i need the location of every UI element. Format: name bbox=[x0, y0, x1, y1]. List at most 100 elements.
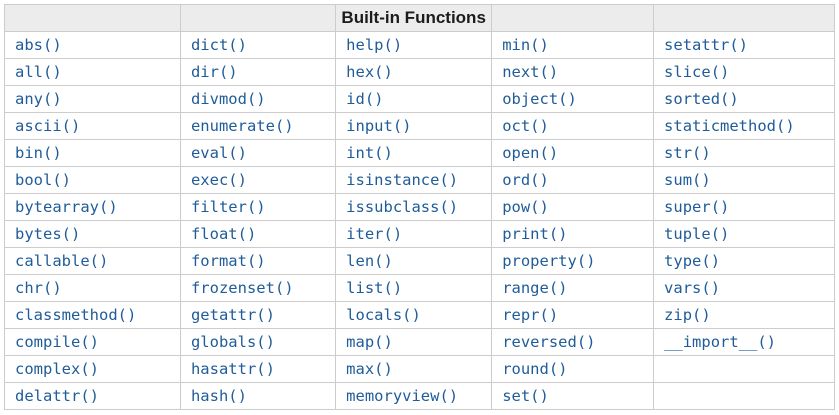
function-link[interactable]: bin() bbox=[15, 143, 62, 162]
function-link[interactable]: id() bbox=[346, 89, 384, 108]
function-link[interactable]: format() bbox=[190, 251, 266, 270]
function-cell: input() bbox=[335, 112, 493, 140]
function-link[interactable]: callable() bbox=[15, 251, 109, 270]
function-link[interactable]: classmethod() bbox=[15, 305, 137, 324]
function-link[interactable]: print() bbox=[502, 224, 568, 243]
function-link[interactable]: getattr() bbox=[190, 305, 275, 324]
function-cell: sum() bbox=[653, 166, 835, 194]
function-link[interactable]: hasattr() bbox=[190, 359, 275, 378]
function-link[interactable]: set() bbox=[502, 386, 549, 405]
function-cell: compile() bbox=[4, 328, 181, 356]
function-link[interactable]: sum() bbox=[664, 170, 711, 189]
table-row: all() dir() hex() next() slice() bbox=[4, 58, 835, 86]
function-link[interactable]: next() bbox=[502, 62, 559, 81]
function-link[interactable]: iter() bbox=[346, 224, 403, 243]
function-link[interactable]: eval() bbox=[190, 143, 247, 162]
function-cell: issubclass() bbox=[335, 193, 493, 221]
function-link[interactable]: compile() bbox=[15, 332, 99, 351]
function-link[interactable]: staticmethod() bbox=[664, 116, 795, 135]
function-link[interactable]: bool() bbox=[15, 170, 71, 189]
function-link[interactable]: input() bbox=[346, 116, 412, 135]
function-link[interactable]: complex() bbox=[15, 359, 99, 378]
function-link[interactable]: memoryview() bbox=[346, 386, 459, 405]
function-link[interactable]: ord() bbox=[502, 170, 549, 189]
function-link[interactable]: isinstance() bbox=[346, 170, 459, 189]
function-link[interactable]: repr() bbox=[502, 305, 559, 324]
table-row: delattr() hash() memoryview() set() bbox=[4, 382, 835, 410]
function-link[interactable]: enumerate() bbox=[190, 116, 294, 135]
table-row: complex() hasattr() max() round() bbox=[4, 355, 835, 383]
function-cell: hasattr() bbox=[179, 355, 337, 383]
function-cell: str() bbox=[653, 139, 835, 167]
function-cell: locals() bbox=[335, 301, 493, 329]
function-cell: round() bbox=[491, 355, 655, 383]
function-cell: list() bbox=[335, 274, 493, 302]
function-link[interactable]: delattr() bbox=[15, 386, 99, 405]
function-cell: oct() bbox=[491, 112, 655, 140]
function-link[interactable]: reversed() bbox=[502, 332, 596, 351]
function-link[interactable]: help() bbox=[346, 35, 403, 54]
function-link[interactable]: setattr() bbox=[664, 35, 749, 54]
function-link[interactable]: exec() bbox=[190, 170, 247, 189]
function-link[interactable]: type() bbox=[664, 251, 721, 270]
table-header-row: Built-in Functions bbox=[4, 4, 835, 32]
function-cell: filter() bbox=[179, 193, 337, 221]
function-link[interactable]: zip() bbox=[664, 305, 711, 324]
function-link[interactable]: map() bbox=[346, 332, 393, 351]
function-link[interactable]: float() bbox=[190, 224, 257, 243]
function-link[interactable]: super() bbox=[664, 197, 730, 216]
function-link[interactable]: min() bbox=[502, 35, 549, 54]
function-link[interactable]: chr() bbox=[15, 278, 62, 297]
function-link[interactable]: dict() bbox=[190, 35, 247, 54]
builtin-functions-table: Built-in Functions abs() dict() help() min(… bbox=[4, 4, 835, 410]
function-link[interactable]: hex() bbox=[346, 62, 393, 81]
function-cell: print() bbox=[491, 220, 655, 248]
function-cell: divmod() bbox=[179, 85, 337, 113]
function-link[interactable]: round() bbox=[502, 359, 568, 378]
empty-cell bbox=[653, 382, 835, 410]
function-link[interactable]: filter() bbox=[190, 197, 266, 216]
function-link[interactable]: all() bbox=[15, 62, 62, 81]
function-link[interactable]: bytearray() bbox=[15, 197, 118, 216]
function-link[interactable]: vars() bbox=[664, 278, 721, 297]
function-link[interactable]: locals() bbox=[346, 305, 421, 324]
function-link[interactable]: globals() bbox=[190, 332, 275, 351]
function-link[interactable]: ascii() bbox=[15, 116, 81, 135]
function-link[interactable]: range() bbox=[502, 278, 568, 297]
table-row: compile() globals() map() reversed() __impor… bbox=[4, 328, 835, 356]
function-link[interactable]: dir() bbox=[190, 62, 238, 81]
function-link[interactable]: len() bbox=[346, 251, 393, 270]
function-cell: map() bbox=[335, 328, 493, 356]
function-link[interactable]: max() bbox=[346, 359, 393, 378]
function-link[interactable]: tuple() bbox=[664, 224, 730, 243]
function-link[interactable]: bytes() bbox=[15, 224, 81, 243]
function-link[interactable]: any() bbox=[15, 89, 62, 108]
function-link[interactable]: slice() bbox=[664, 62, 730, 81]
function-link[interactable]: list() bbox=[346, 278, 403, 297]
function-cell: abs() bbox=[4, 31, 181, 59]
function-link[interactable]: __import__() bbox=[664, 332, 777, 351]
function-link[interactable]: property() bbox=[502, 251, 596, 270]
function-link[interactable]: pow() bbox=[502, 197, 549, 216]
function-link[interactable]: frozenset() bbox=[190, 278, 294, 297]
function-cell: setattr() bbox=[653, 31, 835, 59]
function-cell: exec() bbox=[179, 166, 337, 194]
function-link[interactable]: sorted() bbox=[664, 89, 739, 108]
function-link[interactable]: hash() bbox=[190, 386, 247, 405]
function-cell: dir() bbox=[179, 58, 337, 86]
function-link[interactable]: issubclass() bbox=[346, 197, 459, 216]
function-link[interactable]: open() bbox=[502, 143, 559, 162]
function-cell: open() bbox=[491, 139, 655, 167]
function-cell: object() bbox=[491, 85, 655, 113]
function-link[interactable]: oct() bbox=[502, 116, 549, 135]
function-link[interactable]: int() bbox=[346, 143, 393, 162]
function-cell: globals() bbox=[179, 328, 337, 356]
function-link[interactable]: abs() bbox=[15, 35, 62, 54]
function-link[interactable]: divmod() bbox=[190, 89, 266, 108]
function-cell: property() bbox=[491, 247, 655, 275]
function-link[interactable]: str() bbox=[664, 143, 711, 162]
function-cell: help() bbox=[335, 31, 493, 59]
table-title: Built-in Functions bbox=[335, 4, 493, 32]
function-cell: slice() bbox=[653, 58, 835, 86]
function-link[interactable]: object() bbox=[502, 89, 577, 108]
